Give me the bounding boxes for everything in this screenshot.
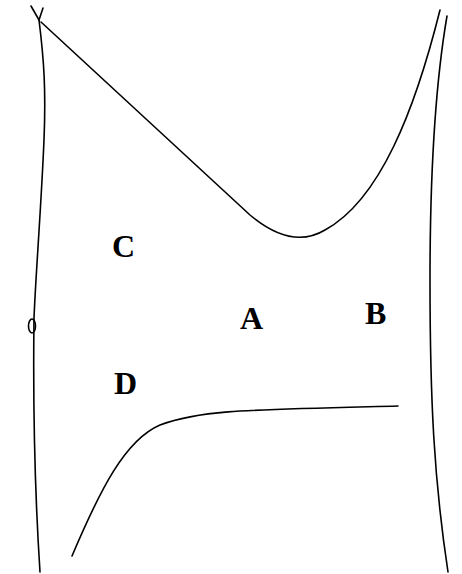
region-letter: A [240, 302, 263, 334]
region-letter: B [365, 297, 386, 329]
left-outline [34, 20, 45, 572]
region-letter: D [114, 367, 137, 399]
upper-curve [41, 10, 440, 237]
lower-curve [72, 406, 398, 556]
small-ring [29, 319, 36, 333]
region-letter: C [112, 230, 135, 262]
top-notch [31, 6, 43, 20]
right-outline [430, 16, 448, 572]
